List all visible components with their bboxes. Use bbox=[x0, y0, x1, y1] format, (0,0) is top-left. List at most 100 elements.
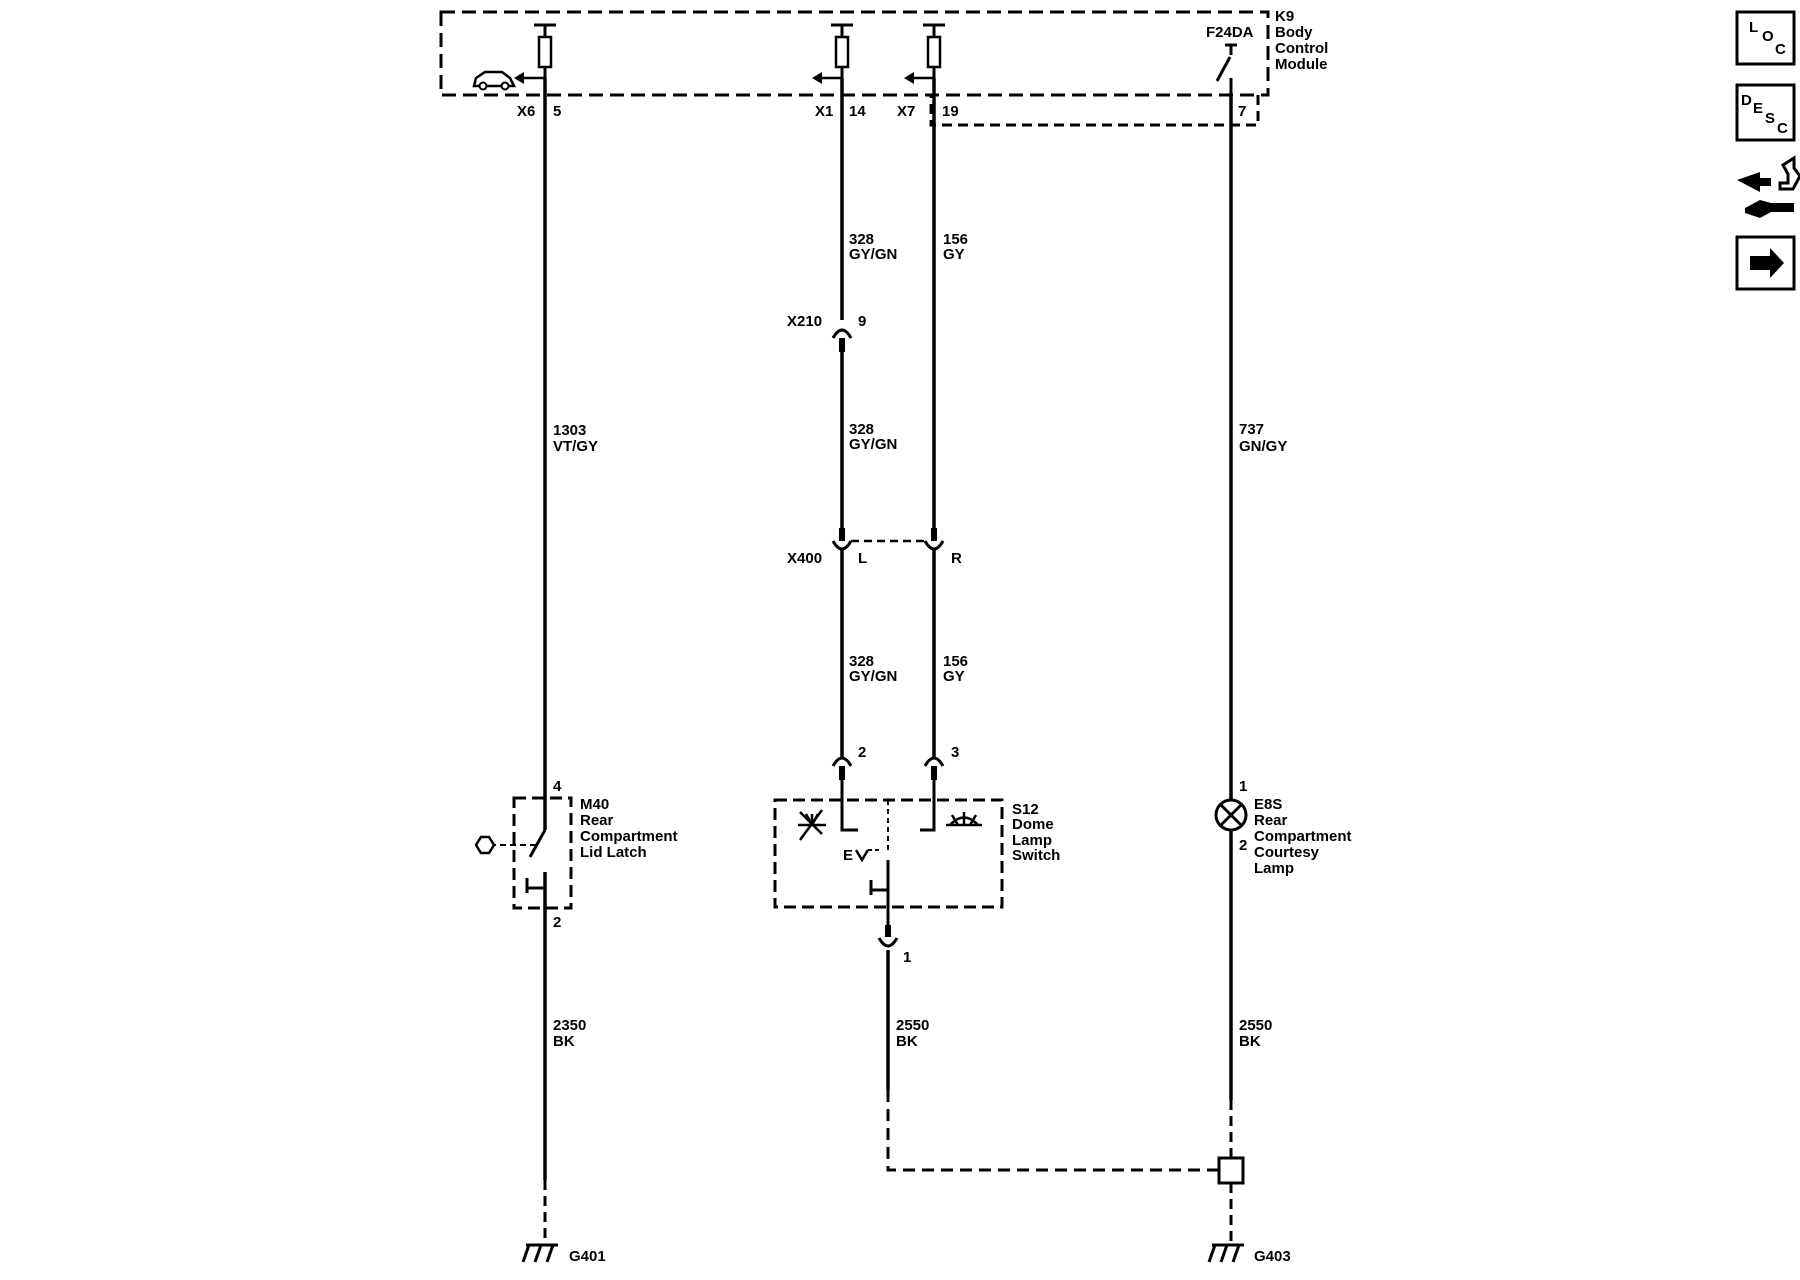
pin-label: 7 bbox=[1238, 103, 1246, 120]
pin-label: L bbox=[858, 550, 867, 567]
bcm-fuse-switch bbox=[1215, 43, 1237, 95]
wire-circuit: 737 bbox=[1239, 421, 1264, 438]
lamp-off-icon bbox=[798, 809, 826, 841]
e8s-courtesy-lamp: 1 2 E8S Rear Compartment Courtesy Lamp bbox=[1214, 778, 1352, 877]
wire-2550-s12: 2550 BK bbox=[886, 950, 1218, 1172]
fuse-symbol bbox=[926, 35, 942, 69]
pin-label: 9 bbox=[858, 313, 866, 330]
connector-label: X400 bbox=[787, 550, 822, 567]
component-name-line: Switch bbox=[1012, 847, 1060, 864]
pin-label: 1 bbox=[903, 949, 911, 966]
desc-glyph-s: S bbox=[1765, 110, 1775, 127]
component-id: M40 bbox=[580, 796, 609, 813]
connector-label: X7 bbox=[897, 103, 915, 120]
splice-icon bbox=[1217, 1156, 1245, 1185]
fuse-symbol bbox=[537, 35, 553, 69]
module-name-line: Body bbox=[1275, 24, 1313, 41]
wire-color: GY bbox=[943, 246, 965, 263]
desc-glyph-c: C bbox=[1777, 120, 1788, 137]
connector-female-icon bbox=[831, 328, 853, 339]
wire-color: GY/GN bbox=[849, 436, 897, 453]
wire-circuit: 2350 bbox=[553, 1017, 586, 1034]
connector-wrench-icon bbox=[1737, 155, 1800, 218]
wire-column-2: 328 GY/GN 328 GY/GN 328 GY/GN X210 9 X40… bbox=[787, 78, 897, 780]
module-name-line: Control bbox=[1275, 40, 1328, 57]
component-name-line: Lamp bbox=[1012, 832, 1052, 849]
wire-column-1: 1303 VT/GY 2350 BK bbox=[543, 78, 598, 1245]
loc-button[interactable]: L O C bbox=[1735, 10, 1796, 66]
connector-label: X6 bbox=[517, 103, 535, 120]
wire-color: GY bbox=[943, 668, 965, 685]
loc-glyph-l: L bbox=[1749, 19, 1758, 36]
door-switch-icon: E bbox=[843, 847, 853, 864]
wire-circuit: 156 bbox=[943, 231, 968, 248]
wire-circuit: 1303 bbox=[553, 422, 586, 439]
component-name-line: Dome bbox=[1012, 816, 1054, 833]
component-outline bbox=[512, 796, 573, 910]
desc-glyph-e: E bbox=[1753, 100, 1763, 117]
pin-label: R bbox=[951, 550, 962, 567]
ground-label: G401 bbox=[569, 1248, 606, 1265]
loc-glyph-o: O bbox=[1762, 28, 1774, 45]
desc-button[interactable]: D E S C bbox=[1735, 83, 1796, 142]
wire-circuit: 2550 bbox=[896, 1017, 929, 1034]
component-name-line: Courtesy bbox=[1254, 844, 1320, 861]
pin-label: 14 bbox=[849, 103, 866, 120]
wire-color: GN/GY bbox=[1239, 438, 1287, 455]
switch-contact-icon bbox=[1215, 56, 1232, 82]
bcm-output-x1 bbox=[812, 23, 853, 84]
component-name-line: Lid Latch bbox=[580, 844, 647, 861]
actuator-icon bbox=[474, 835, 496, 855]
wire-column-3: 156 GY 156 GY R 3 bbox=[923, 78, 968, 780]
wire-circuit: 2550 bbox=[1239, 1017, 1272, 1034]
k9-module-outline-extension bbox=[929, 95, 1260, 127]
wire-circuit: 328 bbox=[849, 231, 874, 248]
wire-color: GY/GN bbox=[849, 246, 897, 263]
desc-glyph-d: D bbox=[1741, 92, 1752, 109]
lamp-on-icon bbox=[946, 812, 982, 827]
ground-g403: G403 bbox=[1207, 1243, 1291, 1265]
wire-color: BK bbox=[896, 1033, 918, 1050]
pin-label: 4 bbox=[553, 778, 562, 795]
wire-color: VT/GY bbox=[553, 438, 598, 455]
wire-circuit: 156 bbox=[943, 653, 968, 670]
output-arrow-icon bbox=[812, 72, 822, 84]
component-id: S12 bbox=[1012, 801, 1039, 818]
ground-g401: G401 bbox=[521, 1243, 606, 1265]
pin-label: 2 bbox=[858, 744, 866, 761]
top-pin-labels: X6 5 X1 14 X7 19 7 bbox=[517, 103, 1246, 120]
s12-dome-lamp-switch: E S12 Dome Lamp Switch 1 bbox=[773, 780, 1060, 966]
k9-module-outline bbox=[439, 10, 1270, 97]
connector-male-icon bbox=[839, 338, 845, 352]
car-icon bbox=[472, 70, 517, 88]
next-page-button[interactable] bbox=[1735, 235, 1796, 291]
output-arrow-icon bbox=[904, 72, 914, 84]
connector-view-button[interactable] bbox=[1737, 155, 1800, 218]
module-name-line: Module bbox=[1275, 56, 1328, 73]
wire-color: BK bbox=[553, 1033, 575, 1050]
component-name-line: Rear bbox=[580, 812, 614, 829]
module-id: K9 bbox=[1275, 8, 1294, 25]
pin-label: 2 bbox=[553, 914, 561, 931]
loc-glyph-c: C bbox=[1775, 41, 1786, 58]
component-id: E8S bbox=[1254, 796, 1282, 813]
wire-color: GY/GN bbox=[849, 668, 897, 685]
connector-label: X210 bbox=[787, 313, 822, 330]
pin-label: 1 bbox=[1239, 778, 1247, 795]
fuse-symbol bbox=[834, 35, 850, 69]
pin-label: 5 bbox=[553, 103, 561, 120]
wire-column-4: 737 GN/GY 2550 BK bbox=[1217, 95, 1287, 1245]
bcm-output-x6 bbox=[472, 23, 556, 91]
pin-label: 2 bbox=[1239, 837, 1247, 854]
wire-circuit: 328 bbox=[849, 653, 874, 670]
m40-lid-latch: 4 2 M40 Rear Compartment Lid Latch bbox=[474, 778, 678, 931]
wire-circuit: 328 bbox=[849, 421, 874, 438]
bcm-output-x7 bbox=[904, 23, 945, 84]
pin-label: 19 bbox=[942, 103, 959, 120]
wire-color: BK bbox=[1239, 1033, 1261, 1050]
component-name-line: Rear bbox=[1254, 812, 1288, 829]
k9-module: K9 Body Control Module F24DA bbox=[439, 8, 1328, 127]
component-name-line: Compartment bbox=[580, 828, 678, 845]
pin-label: 3 bbox=[951, 744, 959, 761]
